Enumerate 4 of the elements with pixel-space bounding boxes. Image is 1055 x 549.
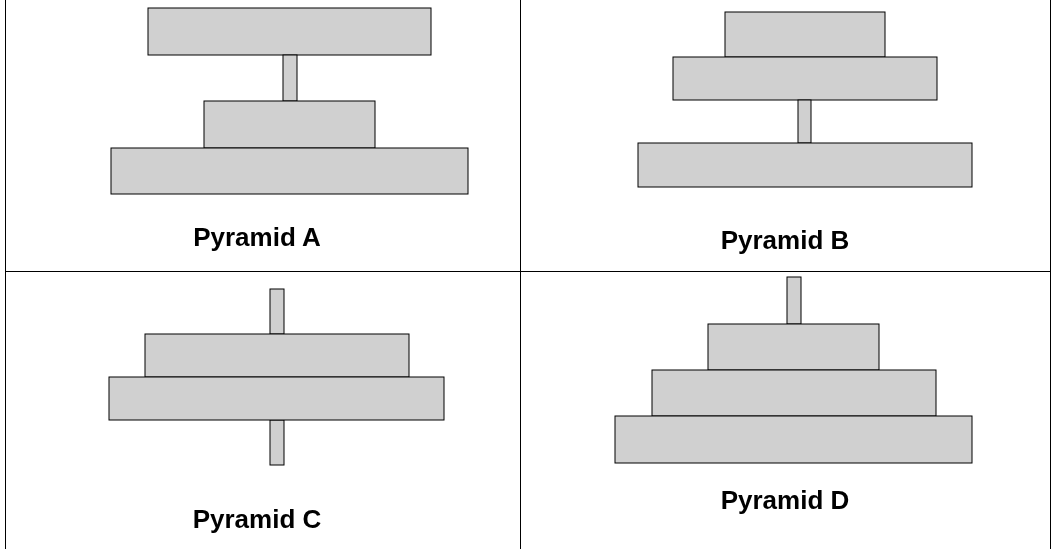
- caption-text: Pyramid D: [720, 485, 850, 515]
- caption-text: Pyramid C: [192, 504, 322, 534]
- caption-text: Pyramid A: [193, 222, 321, 252]
- caption-text: Pyramid B: [720, 225, 850, 255]
